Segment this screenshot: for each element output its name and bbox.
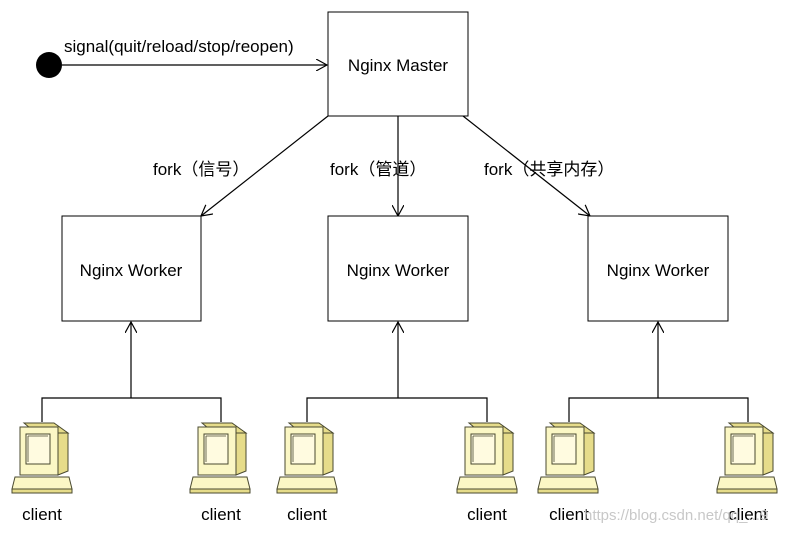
client-label-5: client: [549, 505, 589, 524]
worker-label-1: Nginx Worker: [80, 261, 183, 280]
watermark: https://blog.csdn.net/qq_...9: [584, 507, 768, 524]
master-label: Nginx Master: [348, 56, 448, 75]
signal-label: signal(quit/reload/stop/reopen): [64, 37, 294, 56]
computer-icon: [189, 422, 251, 494]
fork-label-3: fork（共享内存）: [484, 160, 614, 179]
computer-icon: [537, 422, 599, 494]
worker-label-2: Nginx Worker: [347, 261, 450, 280]
computer-icon: [276, 422, 338, 494]
worker-label-3: Nginx Worker: [607, 261, 710, 280]
computer-icon: [11, 422, 73, 494]
client-label-2: client: [201, 505, 241, 524]
fork-label-1: fork（信号）: [153, 160, 249, 179]
filled-circle-icon: [36, 52, 62, 78]
fork-arrow-1: [201, 115, 329, 216]
worker-box-2: [327, 215, 469, 322]
client-connector-1: [41, 322, 222, 422]
worker-box-3: [587, 215, 729, 322]
client-label-1: client: [22, 505, 62, 524]
client-label-4: client: [467, 505, 507, 524]
client-connector-3: [568, 322, 749, 422]
computer-icon: [716, 422, 778, 494]
computer-icon: [456, 422, 518, 494]
fork-label-2: fork（管道）: [330, 160, 426, 179]
client-label-3: client: [287, 505, 327, 524]
fork-arrow-3: [462, 115, 590, 216]
client-label-6: client: [728, 505, 768, 524]
client-connector-2: [306, 322, 488, 422]
